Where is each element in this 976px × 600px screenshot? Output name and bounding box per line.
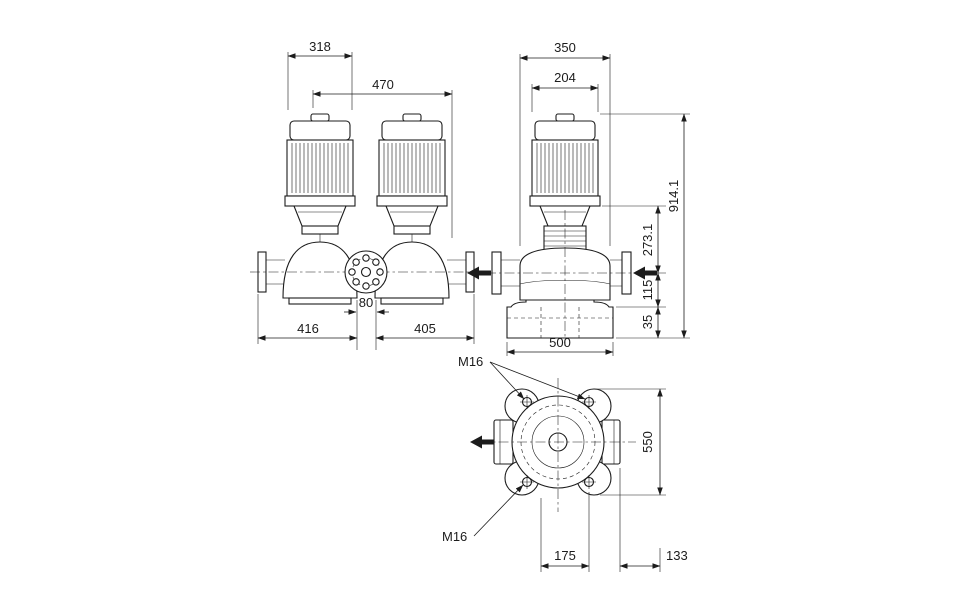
dim-port-gap-label: 80	[359, 295, 373, 310]
center-flange-bolts	[348, 254, 384, 290]
seal-housing-right	[393, 225, 431, 235]
dim-overall-length-label: 550	[640, 431, 655, 453]
motor-stool-right	[385, 205, 439, 227]
bolt-size-label-bottom: M16	[442, 529, 467, 544]
center-flange-bore	[360, 266, 372, 278]
ext-bottom-dims	[540, 468, 661, 572]
port-neck-right	[447, 259, 466, 285]
motor-stool-left	[293, 205, 347, 227]
ext-318	[287, 52, 353, 110]
dim-center-width-label: 470	[372, 77, 394, 92]
volute-foot-right	[380, 297, 444, 305]
dim-motor-width-label: 318	[309, 39, 331, 54]
motor-front-left	[284, 113, 356, 207]
port-neck-left	[266, 259, 285, 285]
bolt-holes-plan	[520, 395, 596, 489]
dim-total-height-label: 914.1	[666, 180, 681, 213]
ext-350	[519, 54, 611, 246]
dim-center-to-bolt-label: 175	[554, 548, 576, 563]
flow-arrow-outlet	[467, 266, 491, 280]
dim-base-height-label: 35	[640, 315, 655, 329]
motor-side	[529, 113, 601, 207]
leader-m16-top-left	[489, 361, 525, 400]
motor-front-right	[376, 113, 448, 207]
suction-neck	[501, 259, 520, 287]
dim-motor-depth-label: 204	[554, 70, 576, 85]
centerlines-side	[486, 210, 652, 346]
flow-arrow-plan	[470, 435, 494, 449]
dim-casing-width-label: 350	[554, 40, 576, 55]
dim-right-length-label: 405	[414, 321, 436, 336]
base-pedestal	[506, 300, 614, 339]
bolt-size-label-top: M16	[458, 354, 483, 369]
base-hidden-lines	[507, 307, 613, 338]
ext-550	[594, 388, 666, 496]
discharge-neck	[610, 259, 622, 287]
dim-bolt-to-edge-label: 133	[666, 548, 688, 563]
dim-base-width-label: 500	[549, 335, 571, 350]
dim-port-to-base-label: 115	[640, 280, 655, 301]
leader-m16-bottom	[473, 484, 524, 537]
ext-80	[356, 300, 377, 350]
front-view: 318 470 80 416 405	[250, 39, 482, 350]
centerlines-plan	[480, 378, 636, 512]
volute-foot-left	[288, 297, 352, 305]
leader-m16-top-right	[489, 361, 586, 400]
plan-view: M16 M16 550 175 133	[442, 354, 688, 572]
dim-left-length-label: 416	[297, 321, 319, 336]
side-view: 350 204 273.1 115 35 914.1 500	[467, 40, 690, 356]
flow-arrow-inlet	[633, 266, 657, 280]
dim-motor-to-port-label: 273.1	[640, 224, 655, 257]
seal-housing-left	[301, 225, 339, 235]
